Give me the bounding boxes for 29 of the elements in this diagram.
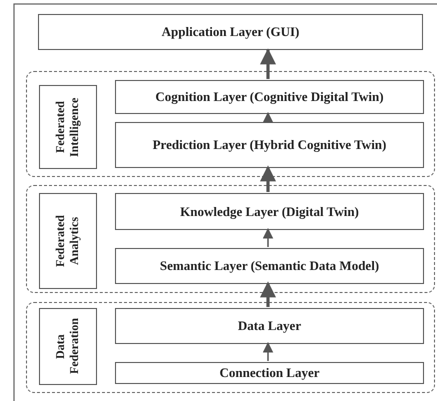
layer-box (115, 248, 424, 284)
layer-box (115, 362, 424, 384)
arrow (262, 112, 274, 122)
layer-label: Cognition Layer (Cognitive Digital Twin) (155, 89, 384, 105)
arrow (260, 48, 276, 79)
arrow (260, 281, 276, 307)
layer-box (115, 193, 424, 230)
dashed-group-box (26, 185, 435, 293)
arrow (260, 165, 276, 192)
dashed-group-box (26, 71, 435, 177)
layer-label: Data Layer (238, 318, 302, 334)
layer-box (38, 14, 423, 50)
arrow (262, 342, 274, 361)
group-label-box (39, 85, 97, 169)
layer-label: Prediction Layer (Hybrid Cognitive Twin) (152, 137, 386, 153)
layer-label: Knowledge Layer (Digital Twin) (180, 204, 359, 220)
layer-box (115, 308, 424, 344)
group-label-box (39, 308, 97, 385)
group-label: Data Federation (54, 317, 82, 376)
group-label: Federated Analytics (54, 214, 82, 269)
dashed-group-box (26, 302, 435, 393)
layer-box (115, 122, 424, 168)
group-label: Federated Intelligence (54, 96, 82, 159)
layer-label: Semantic Layer (Semantic Data Model) (160, 258, 380, 274)
layer-box (115, 80, 424, 114)
layer-label: Connection Layer (219, 365, 320, 381)
group-label-box (39, 193, 97, 289)
layer-label: Application Layer (GUI) (162, 24, 300, 40)
arrow (262, 228, 274, 247)
